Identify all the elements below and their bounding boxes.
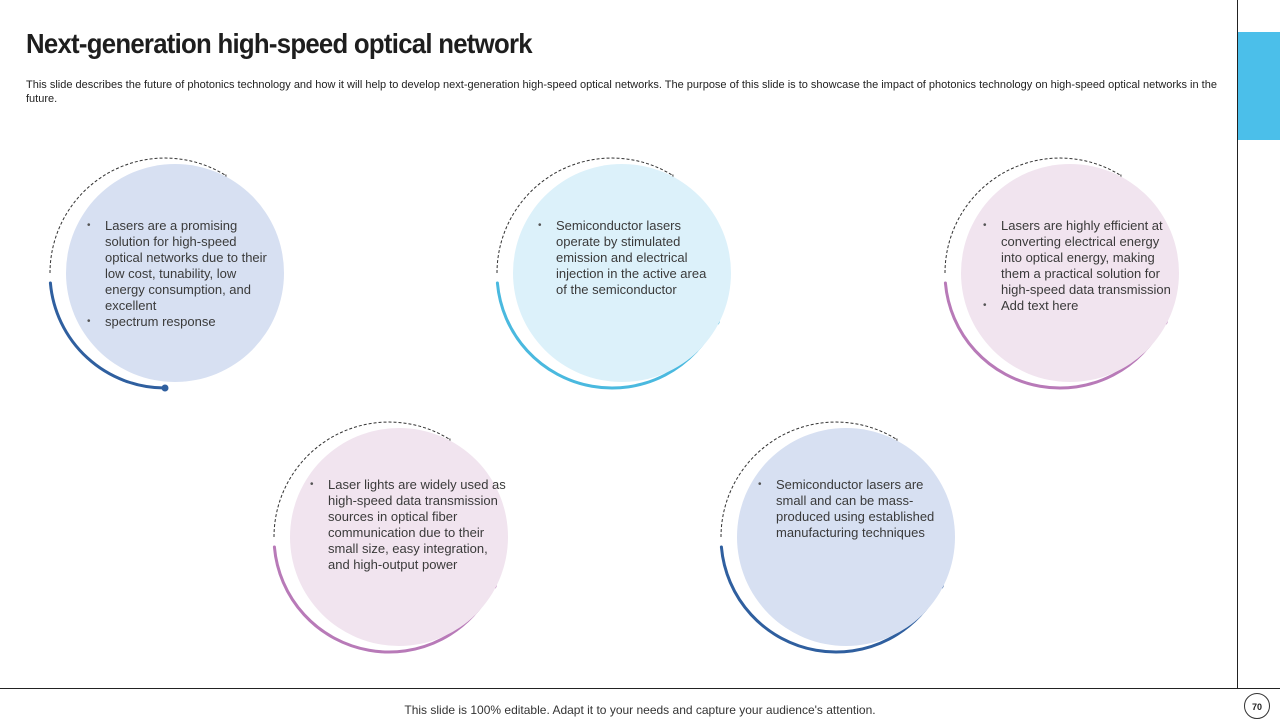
card-1-bullets: Lasers are a promising solution for high… [87,218,273,330]
right-divider [1237,0,1238,688]
card-2-bullet-1: Semiconductor lasers operate by stimulat… [538,218,716,298]
bottom-divider [0,688,1280,689]
card-4-bullet-1: Laser lights are widely used as high-spe… [310,477,506,573]
arc-end-dot-1 [161,384,169,392]
card-1-bullet-1: Lasers are a promising solution for high… [87,218,273,314]
slide-subtitle: This slide describes the future of photo… [26,79,1217,105]
card-3-bullet-1: Lasers are highly efficient at convertin… [983,218,1181,298]
card-5-bullets: Semiconductor lasers are small and can b… [758,477,952,541]
slide-title: Next-generation high-speed optical netwo… [26,28,533,59]
accent-tab [1238,32,1280,140]
card-4-bullets: Laser lights are widely used as high-spe… [310,477,506,573]
card-1-bullet-2: spectrum response [87,314,273,330]
page-number: 70 [1244,693,1270,719]
footer-note: This slide is 100% editable. Adapt it to… [404,703,876,717]
card-5-bullet-1: Semiconductor lasers are small and can b… [758,477,952,541]
card-3-bullet-2: Add text here [983,298,1181,314]
card-3-bullets: Lasers are highly efficient at convertin… [983,218,1181,314]
card-2-bullets: Semiconductor lasers operate by stimulat… [538,218,716,298]
